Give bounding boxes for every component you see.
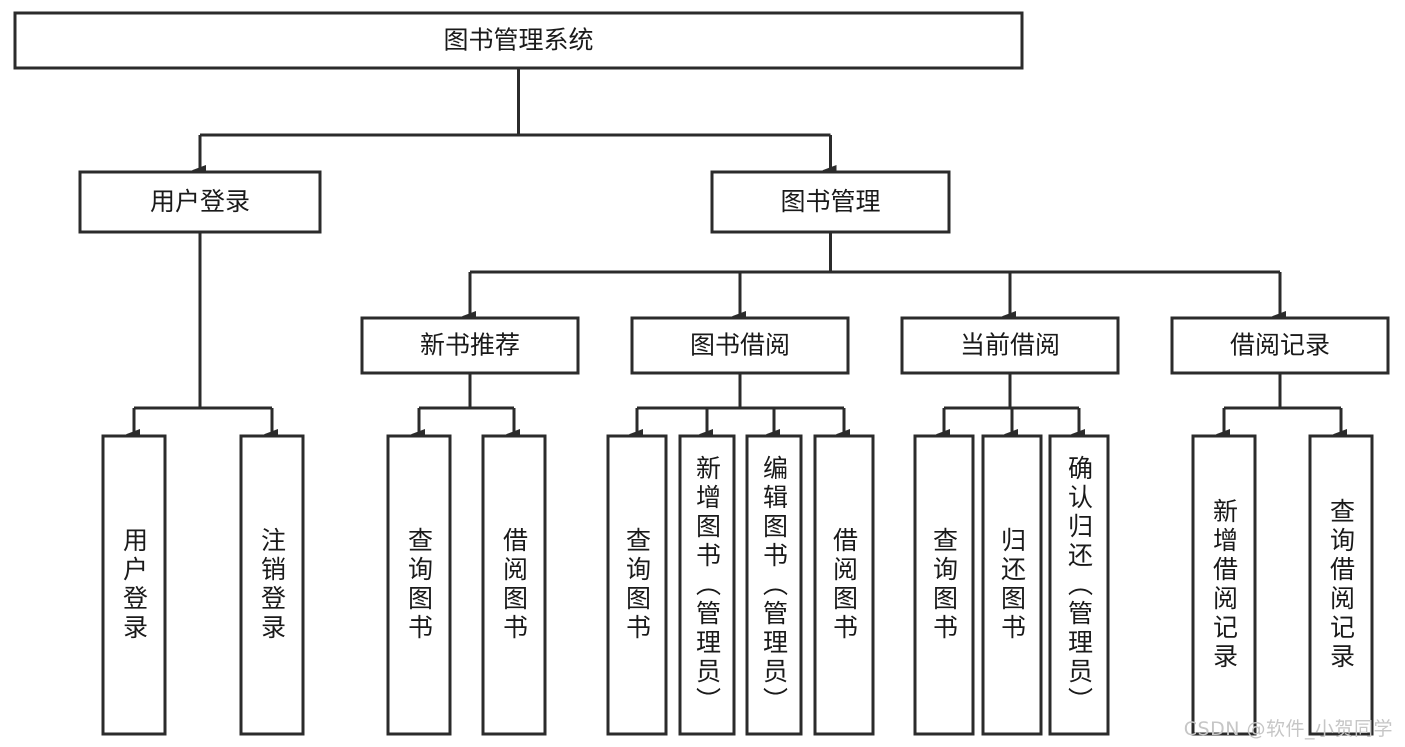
node-leaf-box-7[interactable]	[813, 434, 875, 736]
node-leaf-box-11[interactable]	[1191, 434, 1257, 736]
node-leaf-box-5[interactable]	[678, 434, 736, 736]
node-level3-box-2[interactable]	[900, 316, 1120, 375]
node-leaf-box-1[interactable]	[239, 434, 305, 736]
node-level2-label-0: 用户登录	[150, 187, 250, 216]
node-root-label: 图书管理系统	[443, 26, 593, 55]
node-root-box[interactable]	[13, 11, 1024, 70]
node-level3-label-0: 新书推荐	[420, 331, 520, 360]
connectors-layer	[126, 68, 1347, 440]
node-level3-label-2: 当前借阅	[960, 331, 1060, 360]
node-level3-box-0[interactable]	[360, 316, 580, 375]
csdn-watermark: CSDN @软件_小贺同学	[1183, 718, 1393, 740]
node-level3-box-1[interactable]	[630, 316, 850, 375]
node-leaf-box-8[interactable]	[913, 434, 975, 736]
node-level3-label-3: 借阅记录	[1230, 331, 1330, 360]
node-leaf-box-0[interactable]	[101, 434, 167, 736]
node-level2-box-0[interactable]	[78, 170, 322, 234]
node-level2-label-1: 图书管理	[780, 187, 880, 216]
node-leaf-box-3[interactable]	[481, 434, 547, 736]
node-leaf-box-12[interactable]	[1308, 434, 1374, 736]
node-leaf-box-2[interactable]	[386, 434, 452, 736]
node-leaf-box-10[interactable]	[1048, 434, 1110, 736]
node-level3-box-3[interactable]	[1170, 316, 1390, 375]
node-leaf-box-6[interactable]	[745, 434, 803, 736]
boxes-layer	[13, 11, 1390, 736]
node-leaf-box-4[interactable]	[606, 434, 668, 736]
node-level3-label-1: 图书借阅	[690, 331, 790, 360]
node-level2-box-1[interactable]	[710, 170, 951, 234]
node-leaf-box-9[interactable]	[981, 434, 1043, 736]
